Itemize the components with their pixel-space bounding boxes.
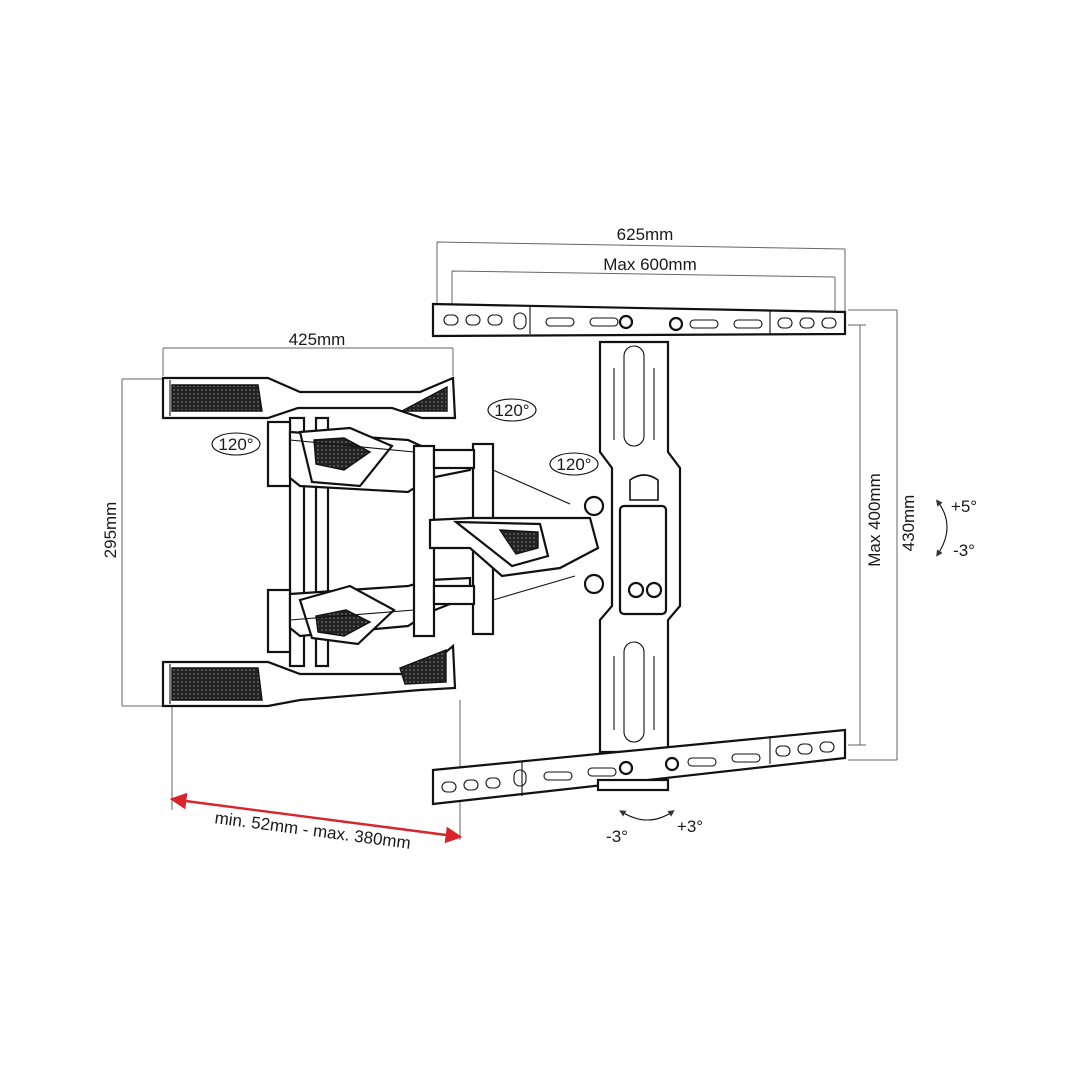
bottom-rail-slots [441, 741, 835, 793]
label-625mm: 625mm [617, 225, 674, 244]
label-max-400mm: Max 400mm [865, 473, 884, 567]
label-level-left: -3° [606, 827, 628, 846]
extension-arrow [169, 792, 463, 844]
swivel-ellipse-2 [487, 398, 537, 422]
swivel-ellipse-3 [549, 452, 599, 476]
dimension-lines [121, 241, 898, 840]
swivel-ellipse-1 [211, 432, 261, 456]
label-swivel-2: 120° [494, 401, 529, 420]
label-swivel-3: 120° [556, 455, 591, 474]
label-tilt-up: +5° [951, 497, 977, 516]
label-295mm: 295mm [101, 502, 120, 559]
label-425mm: 425mm [289, 330, 346, 349]
tv-bracket [431, 302, 847, 806]
label-swivel-1: 120° [218, 435, 253, 454]
tilt-arrow [936, 499, 948, 557]
label-level-right: +3° [677, 817, 703, 836]
rotation-indicators [169, 398, 948, 844]
labels: 625mm Max 600mm 425mm 295mm Max 400mm 43… [101, 225, 977, 853]
level-arrow [619, 810, 675, 821]
label-max-600mm: Max 600mm [603, 255, 697, 274]
label-tilt-down: -3° [953, 541, 975, 560]
swing-arms [266, 420, 605, 654]
label-430mm: 430mm [899, 495, 918, 552]
top-rail-slots [443, 312, 837, 332]
label-extension: min. 52mm - max. 380mm [214, 808, 412, 853]
wall-plate [161, 376, 457, 708]
